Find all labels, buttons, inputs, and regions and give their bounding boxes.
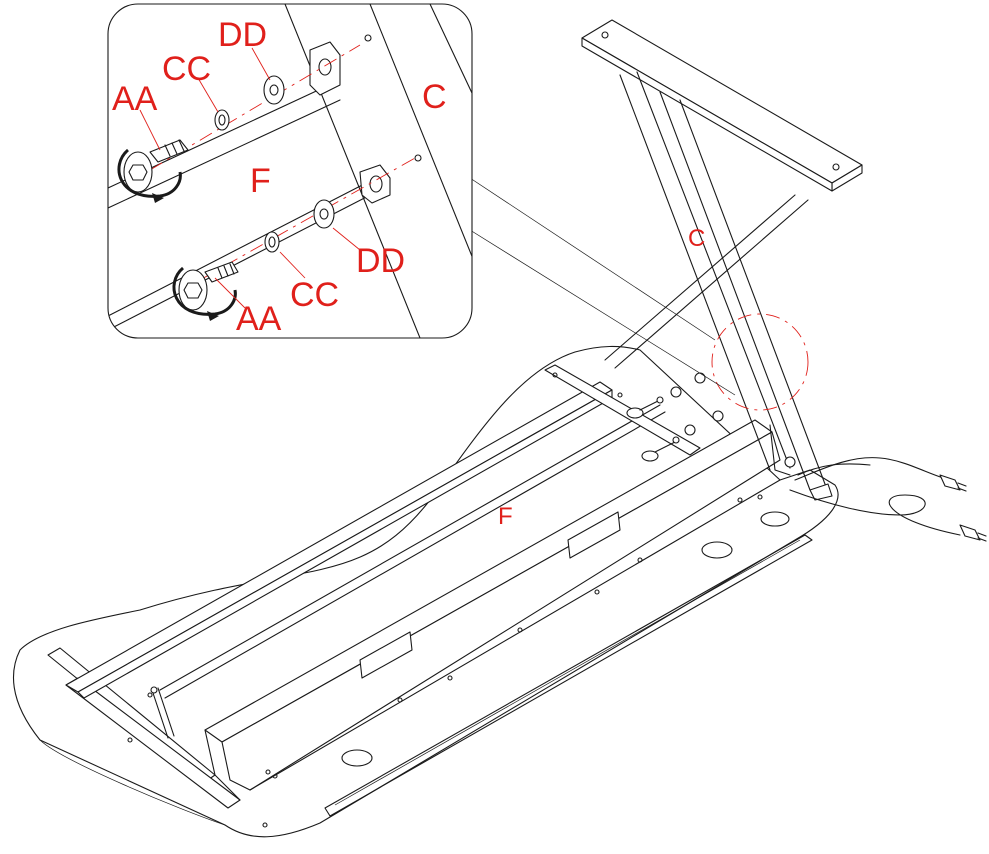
leg-c	[581, 19, 863, 501]
hex-socket-screw-icon	[178, 261, 239, 311]
crossbeam-label: F	[498, 503, 513, 530]
spring-washer-label: CC	[162, 50, 211, 88]
power-plug-icon	[939, 474, 967, 492]
frame-crossbeam-f	[47, 364, 781, 809]
flat-washer-label: DD	[218, 16, 267, 54]
screw-label: AA	[236, 300, 282, 338]
rotation-arrow-icon	[172, 266, 237, 321]
assembly-hardware	[626, 372, 724, 462]
detail-callout-circle	[711, 313, 809, 411]
spring-washer	[214, 109, 230, 131]
leg-label-inset: C	[422, 78, 447, 116]
flat-washer	[263, 75, 285, 105]
power-plug-icon	[959, 524, 987, 542]
leg-label: C	[688, 225, 705, 252]
spring-washer-label: CC	[290, 276, 339, 314]
rotation-arrow-icon	[117, 148, 182, 203]
crossbeam-label-inset: F	[250, 162, 271, 200]
flat-washer	[313, 199, 335, 229]
spring-washer	[264, 231, 280, 253]
detail-inset: AA CC DD C F DD CC AA	[107, 3, 473, 339]
screw-label: AA	[112, 80, 158, 118]
flat-washer-label: DD	[356, 242, 405, 280]
power-cable	[789, 457, 987, 542]
hex-socket-screw-icon	[123, 139, 189, 193]
